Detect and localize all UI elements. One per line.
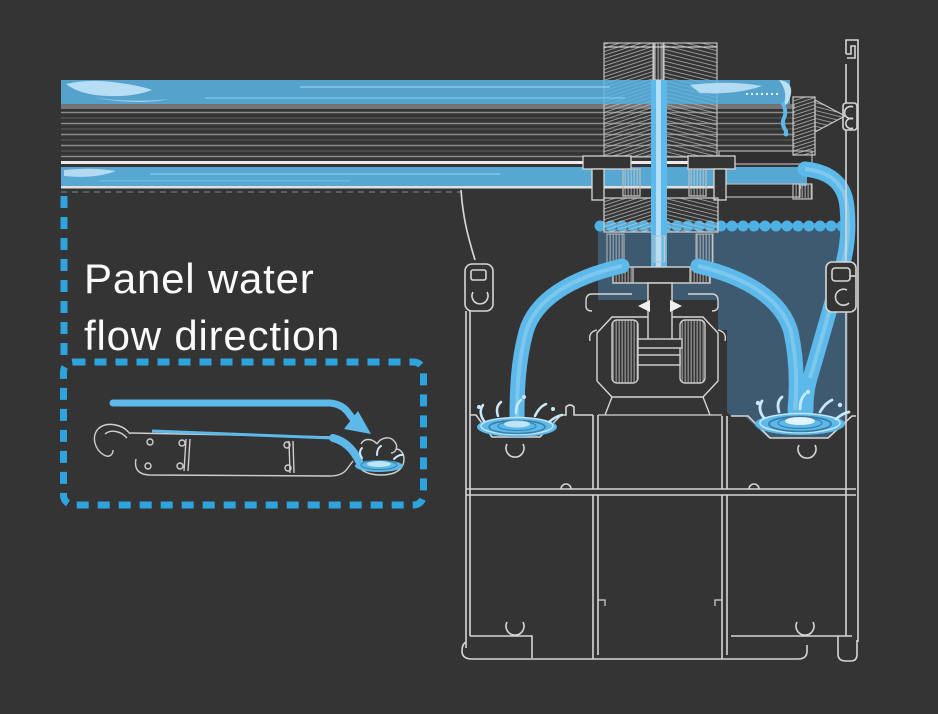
- inset-border: [60, 358, 427, 509]
- caption-line1: Panel water: [84, 255, 315, 302]
- glazing-bead-bars: [718, 150, 813, 200]
- inset-stream: [151, 429, 363, 465]
- inset-panel: [93, 423, 405, 477]
- seal-cable: [460, 189, 476, 261]
- caption-line2: flow direction: [84, 312, 341, 359]
- screw-boss: [795, 621, 815, 636]
- roller-assembly: [585, 266, 727, 416]
- right-drain-stream: [690, 258, 804, 418]
- screw-boss: [505, 621, 525, 636]
- inset-splash: [355, 445, 404, 472]
- water-band-top: [61, 80, 792, 137]
- frame-right-wall: [825, 39, 859, 642]
- flow-direction-inset: [60, 196, 427, 509]
- water-band-lower: [61, 167, 807, 189]
- frame-hook-fitting-left: [464, 263, 494, 312]
- screw-boss: [797, 444, 817, 459]
- thermal-break-coils: [606, 233, 714, 265]
- left-drain-stream: [509, 258, 630, 426]
- central-water-channel: [651, 80, 667, 268]
- wall-clip-mid: [825, 261, 857, 313]
- glazing-wedge-seal: [792, 96, 847, 156]
- water-drip: [780, 102, 789, 137]
- mullion-clamp-tiers: [582, 155, 736, 233]
- left-splash: [477, 395, 564, 437]
- flow-arrow-icon: [109, 399, 371, 434]
- screw-boss: [505, 443, 525, 458]
- caption: Panel water flow direction: [84, 250, 340, 364]
- gutter-frame: [460, 189, 858, 662]
- right-splash: [755, 389, 851, 435]
